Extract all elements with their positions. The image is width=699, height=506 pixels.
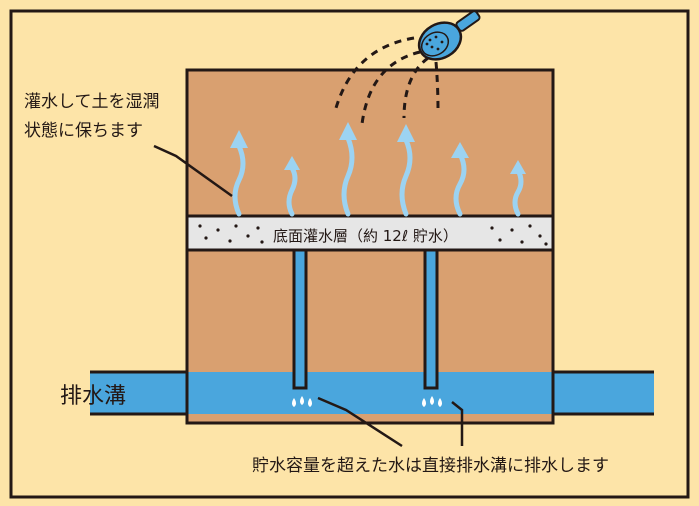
drain-pipe-left [292, 248, 308, 390]
leader-lines [153, 144, 464, 448]
arrow-heads [230, 122, 526, 174]
drain-pipe-right [423, 248, 439, 390]
irrigate-label-line2: 状態に保ちます [24, 121, 143, 141]
reservoir-layer [187, 216, 553, 250]
shower-head-icon [417, 10, 481, 61]
irrigate-label-line1: 灌水して土を湿潤 [24, 92, 160, 112]
water-drop-icon [292, 396, 442, 407]
overflow-note-label: 貯水容量を超えた水は直接排水溝に排水します [252, 456, 609, 476]
spray-lines [334, 36, 440, 125]
reservoir-layer-label: 底面灌水層（約 12ℓ 貯水） [273, 227, 458, 245]
drain-channel-label: 排水溝 [60, 384, 127, 409]
soil-bottom [187, 414, 553, 423]
rising-water-arrow-icon [232, 135, 524, 217]
soil-lower [187, 250, 553, 372]
planter-water [187, 372, 553, 414]
planter-outline [185, 68, 555, 425]
gravel-dots [198, 224, 548, 246]
